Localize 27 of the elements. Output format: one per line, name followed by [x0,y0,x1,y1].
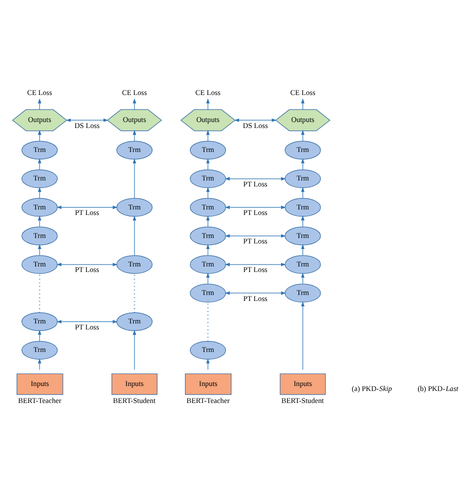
arrow [224,177,286,180]
arrow [132,330,136,370]
connector [207,302,209,342]
arrow [234,118,277,122]
arrow [206,130,210,142]
arrow [206,216,210,227]
arrow [206,186,210,198]
connector [134,274,136,313]
arrow [206,158,210,170]
arrow [224,206,286,210]
arrow [56,320,118,324]
arrow [206,358,210,370]
arrow [206,272,210,284]
arrow [132,130,136,142]
arrow [66,118,108,122]
arrow [206,98,210,110]
arrow [56,262,118,266]
arrow [56,206,118,210]
arrow [132,216,136,256]
connector [39,274,40,313]
arrow [224,262,286,266]
arrow [224,291,286,295]
arrow [132,98,136,110]
arrow [206,244,210,256]
arrow [224,234,286,238]
arrow [301,301,305,370]
arrow [132,158,136,199]
